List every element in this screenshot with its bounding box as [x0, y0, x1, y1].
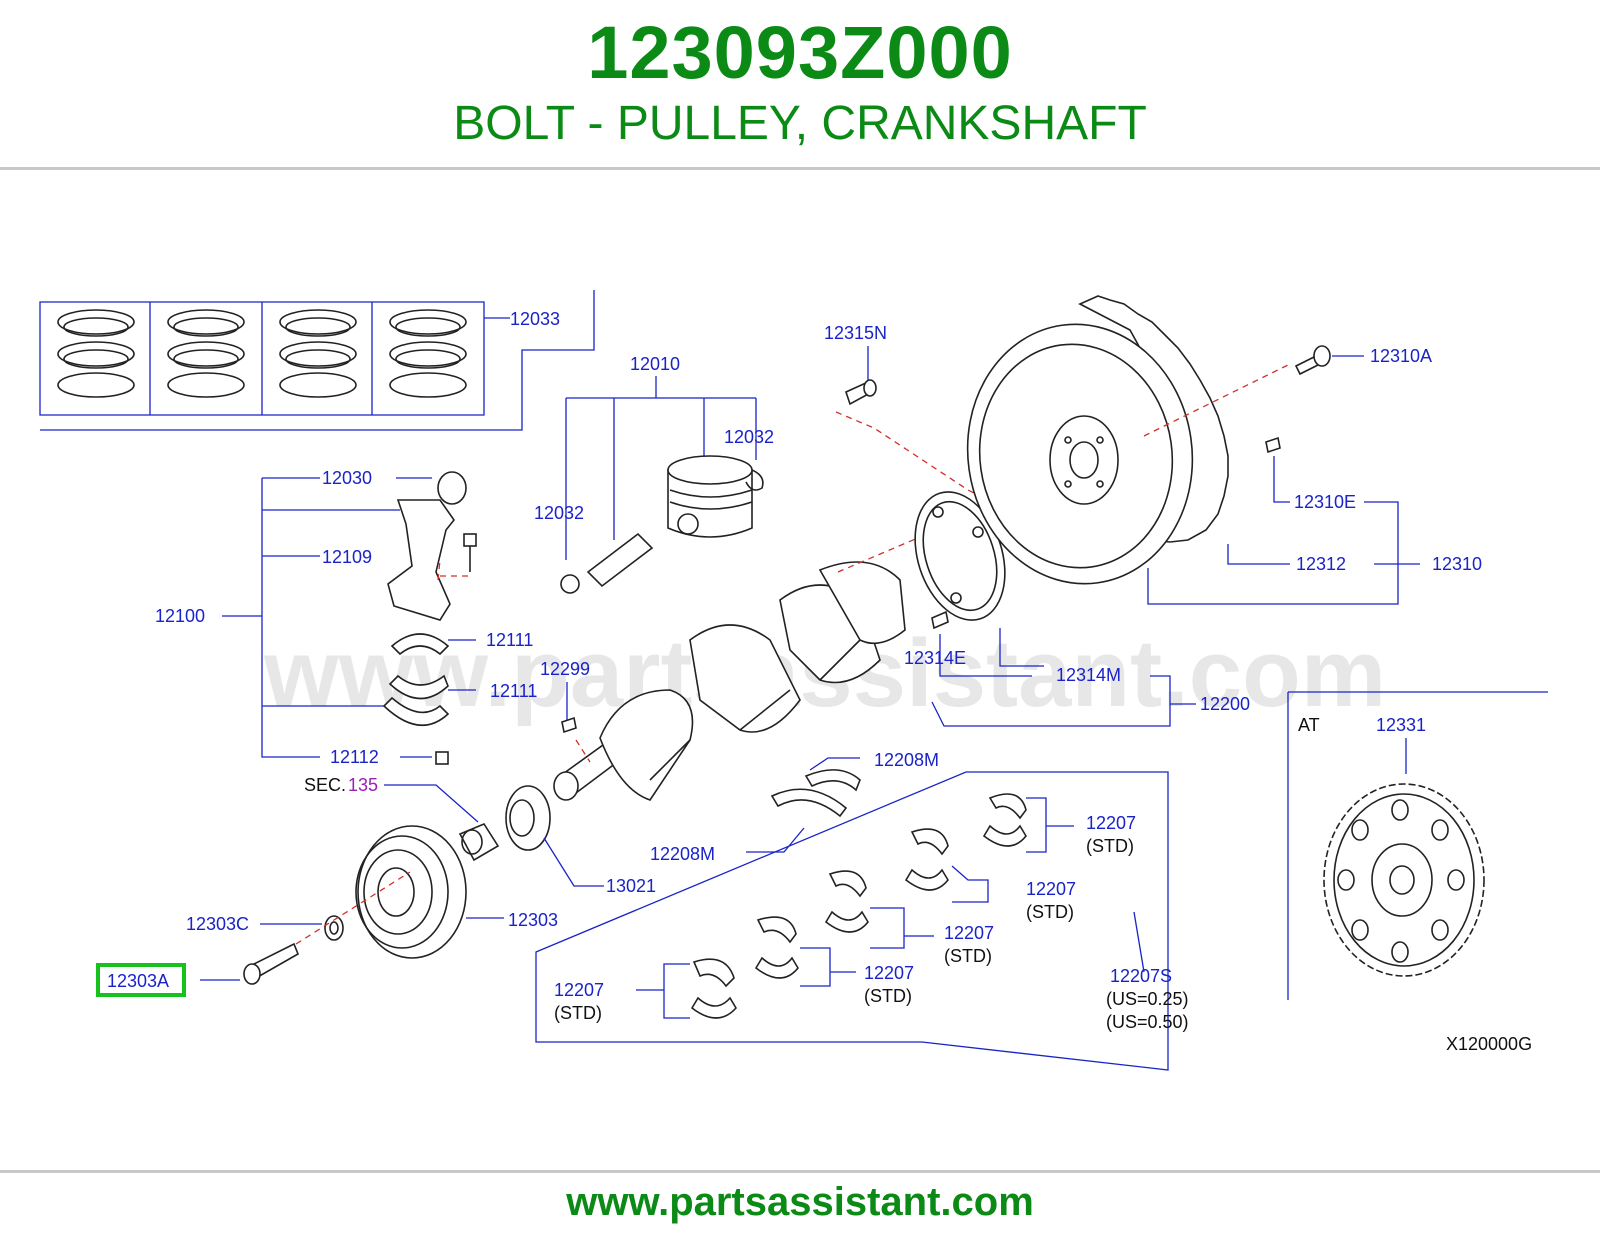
bottom-divider	[0, 1170, 1600, 1173]
label-12303C[interactable]: 12303C	[186, 914, 249, 934]
part-description: BOLT - PULLEY, CRANKSHAFT	[453, 97, 1147, 150]
at-label: AT	[1298, 715, 1320, 735]
label-us050: (US=0.50)	[1106, 1012, 1189, 1032]
label-12310E[interactable]: 12310E	[1294, 492, 1356, 512]
label-12032-lower[interactable]: 12032	[534, 503, 584, 523]
label-12111-upper[interactable]: 12111	[486, 630, 533, 650]
label-12314M[interactable]: 12314M	[1056, 665, 1121, 685]
label-12331[interactable]: 12331	[1376, 715, 1426, 735]
label-12207-c[interactable]: 12207	[944, 923, 994, 943]
label-12109[interactable]: 12109	[322, 547, 372, 567]
label-12312[interactable]: 12312	[1296, 554, 1346, 574]
flywheel-assembly: 12310A 12310E 12312 12310	[966, 295, 1482, 605]
label-12207-d[interactable]: 12207	[864, 963, 914, 983]
label-std-b: (STD)	[1026, 902, 1074, 922]
label-12207-e[interactable]: 12207	[554, 980, 604, 1000]
label-12030[interactable]: 12030	[322, 468, 372, 488]
sec-label-prefix: SEC.	[304, 775, 346, 795]
top-divider	[0, 167, 1600, 170]
label-12033[interactable]: 12033	[510, 309, 560, 329]
label-us025: (US=0.25)	[1106, 989, 1189, 1009]
label-12100[interactable]: 12100	[155, 606, 205, 626]
header: 123093Z000 BOLT - PULLEY, CRANKSHAFT	[0, 0, 1600, 170]
label-13021[interactable]: 13021	[606, 876, 656, 896]
label-std-e: (STD)	[554, 1003, 602, 1023]
label-12207-b[interactable]: 12207	[1026, 879, 1076, 899]
label-12010[interactable]: 12010	[630, 354, 680, 374]
label-12303A[interactable]: 12303A	[107, 971, 169, 991]
thrust-bearings: 12208M 12208M	[650, 750, 939, 864]
label-12032-upper[interactable]: 12032	[724, 427, 774, 447]
label-12310A[interactable]: 12310A	[1370, 346, 1432, 366]
sec-label-number[interactable]: 135	[348, 775, 378, 795]
label-std-c: (STD)	[944, 946, 992, 966]
label-12208M-lower[interactable]: 12208M	[650, 844, 715, 864]
main-bearings: 12207 (STD) 12207 (STD) 12207 (STD) 1220…	[535, 771, 1189, 1071]
at-drive-plate: AT 12331	[1287, 691, 1548, 1000]
label-12314E[interactable]: 12314E	[904, 648, 966, 668]
crankshaft: 12299	[540, 561, 906, 801]
part-number-title: 123093Z000	[587, 11, 1013, 94]
label-12200[interactable]: 12200	[1200, 694, 1250, 714]
footer-url[interactable]: www.partsassistant.com	[566, 1180, 1034, 1224]
label-12310[interactable]: 12310	[1432, 554, 1482, 574]
label-12207-a[interactable]: 12207	[1086, 813, 1136, 833]
label-12111-lower[interactable]: 12111	[490, 681, 537, 701]
label-std-a: (STD)	[1086, 836, 1134, 856]
label-std-d: (STD)	[864, 986, 912, 1006]
piston-ring-sets: 12033	[39, 290, 595, 431]
label-12315N[interactable]: 12315N	[824, 323, 887, 343]
piston-assembly: 12010 12032 12032	[534, 354, 774, 594]
label-12299[interactable]: 12299	[540, 659, 590, 679]
label-12112[interactable]: 12112	[330, 747, 379, 767]
connecting-rod-group: 12030 12109 12100 12112 12111 12111	[155, 468, 537, 767]
label-12303[interactable]: 12303	[508, 910, 558, 930]
label-12207S[interactable]: 12207S	[1110, 966, 1172, 986]
highlight-box-12303A	[96, 963, 186, 997]
diagram-code: X120000G	[1446, 1034, 1532, 1054]
front-pulley-group: 13021 SEC. 135 12303 12303C 12303A	[96, 775, 656, 997]
label-12208M-upper[interactable]: 12208M	[874, 750, 939, 770]
